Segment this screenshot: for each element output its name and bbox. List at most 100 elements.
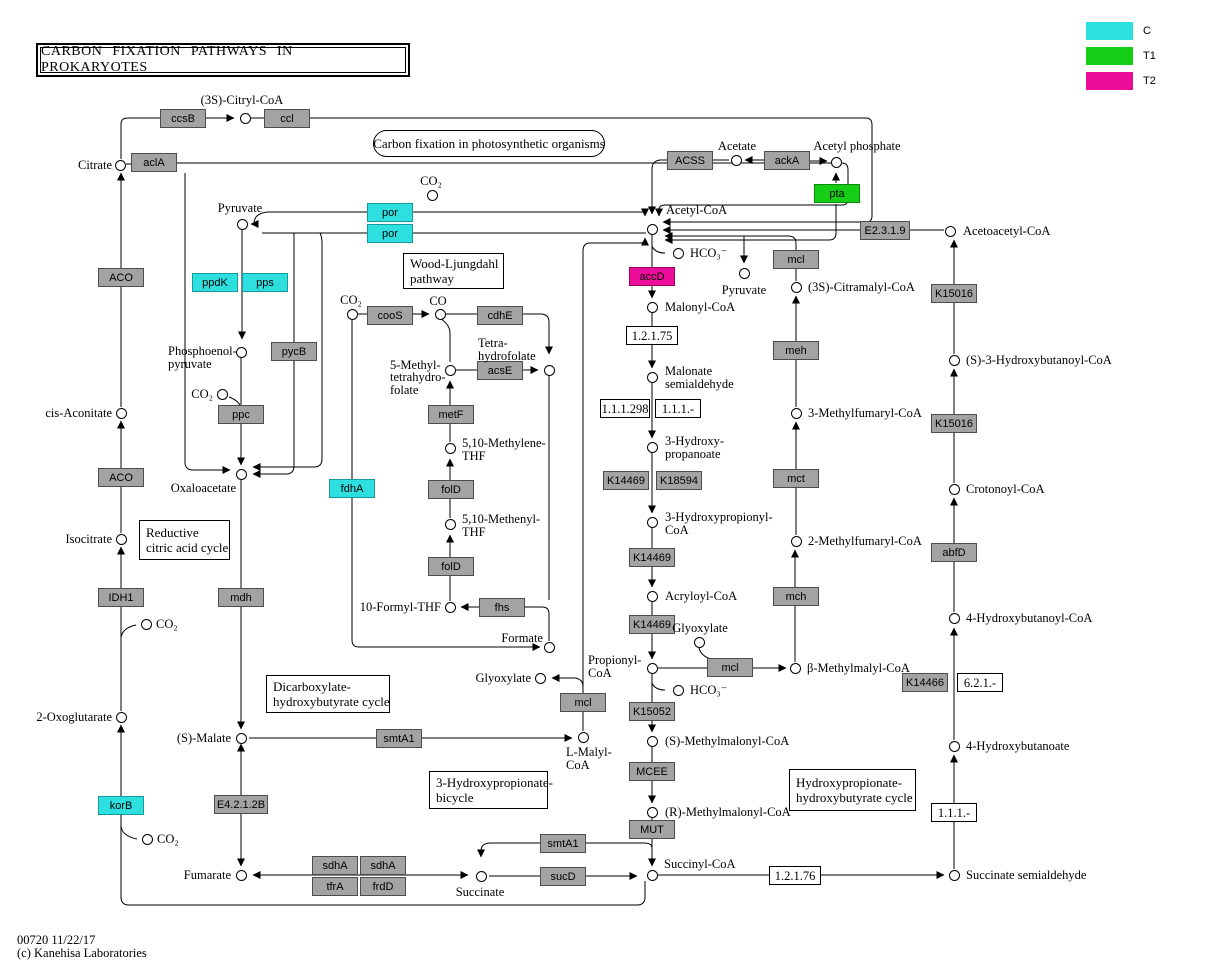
gene-box-k14469[interactable]: K14469 [629,547,675,567]
compound-l-malyl-coa[interactable] [577,731,589,743]
compound-co[interactable] [216,388,228,400]
gene-box-mct[interactable]: mct [773,468,819,488]
compound-acetate[interactable] [730,154,742,166]
compound-co[interactable] [141,833,153,845]
gene-box-k14469[interactable]: K14469 [603,470,649,490]
compound-s-methylmalonyl-coa[interactable] [646,735,658,747]
compound-hco[interactable] [672,247,684,259]
pathway-label-dicarboxylate-hydroxybutyrate-cycle[interactable]: Dicarboxylate- hydroxybutyrate cycle [266,675,390,713]
gene-box-k18594[interactable]: K18594 [656,470,702,490]
compound-3s-citramalyl-coa[interactable] [790,281,802,293]
gene-box-korb[interactable]: korB [98,795,144,815]
compound-5-methyl-tetrahydro-folate[interactable] [444,364,456,376]
compound-3-methylfumaryl-coa[interactable] [790,407,802,419]
compound-citrate[interactable] [114,159,126,171]
compound-succinyl-coa[interactable] [646,869,658,881]
compound-phosphoenol-pyruvate[interactable] [235,346,247,358]
compound-tetra-hydrofolate[interactable] [543,364,555,376]
compound-glyoxylate[interactable] [534,672,546,684]
gene-box-e4-2-1-2b[interactable]: E4.2.1.2B [214,794,268,814]
compound-isocitrate[interactable] [115,533,127,545]
compound-4-hydroxybutanoate[interactable] [948,740,960,752]
gene-box-coos[interactable]: cooS [367,305,413,325]
gene-box-por[interactable]: por [367,202,413,222]
compound-acryloyl-coa[interactable] [646,590,658,602]
compound-crotonoyl-coa[interactable] [948,483,960,495]
compound-s-malate[interactable] [235,732,247,744]
gene-box-abfd[interactable]: abfD [931,542,977,562]
compound-malonate-semialdehyde[interactable] [646,371,658,383]
gene-box-k14466[interactable]: K14466 [902,672,948,692]
compound-r-methylmalonyl-coa[interactable] [646,806,658,818]
gene-box-tfra[interactable]: tfrA [312,876,358,896]
ec-box-1-1-1[interactable]: 1.1.1.- [655,398,701,418]
gene-box-k14469[interactable]: K14469 [629,614,675,634]
compound-pyruvate[interactable] [236,218,248,230]
compound-10-formyl-thf[interactable] [444,601,456,613]
gene-box-acla[interactable]: aclA [131,152,177,172]
gene-box-aco[interactable]: ACO [98,267,144,287]
gene-box-sdha[interactable]: sdhA [360,855,406,875]
ec-box-6-2-1[interactable]: 6.2.1.- [957,672,1003,692]
gene-box-smta1[interactable]: smtA1 [540,833,586,853]
ec-box-1-1-1[interactable]: 1.1.1.- [931,802,977,822]
compound-acetyl-coa[interactable] [646,223,658,235]
gene-box-sdha[interactable]: sdhA [312,855,358,875]
gene-box-aco[interactable]: ACO [98,467,144,487]
compound-malonyl-coa[interactable] [646,301,658,313]
compound-acetyl-phosphate[interactable] [830,156,842,168]
gene-box-sucd[interactable]: sucD [540,866,586,886]
compound-co[interactable] [434,308,446,320]
gene-box-ppdk[interactable]: ppdK [192,272,238,292]
compound-3-hydroxy-propanoate[interactable] [646,441,658,453]
gene-box-metf[interactable]: metF [428,404,474,424]
gene-box-mcl[interactable]: mcl [773,249,819,269]
pathway-label-reductive-citric-acid-cycle[interactable]: Reductive citric acid cycle [139,520,230,560]
gene-box-fhs[interactable]: fhs [479,597,525,617]
pathway-label-3-hydroxypropionate-bicycle[interactable]: 3-Hydroxypropionate- bicycle [429,771,553,809]
pathway-label-wood-ljungdahl-pathway[interactable]: Wood-Ljungdahl pathway [403,253,504,289]
gene-box-mdh[interactable]: mdh [218,587,264,607]
compound-methylmalyl-coa[interactable] [789,662,801,674]
compound-oxaloacetate[interactable] [235,468,247,480]
gene-box-mut[interactable]: MUT [629,819,675,839]
gene-box-acse[interactable]: acsE [477,360,523,380]
compound-acetoacetyl-coa[interactable] [944,225,956,237]
pathway-label-hydroxypropionate-hydroxybutyrate-cycle[interactable]: Hydroxypropionate- hydroxybutyrate cycle [789,769,916,811]
compound-co[interactable] [140,618,152,630]
compound-5-10-methenyl-thf[interactable] [444,518,456,530]
compound-fumarate[interactable] [235,869,247,881]
gene-box-k15016[interactable]: K15016 [931,283,977,303]
gene-box-pycb[interactable]: pycB [271,341,317,361]
compound-5-10-methylene-thf[interactable] [444,442,456,454]
gene-box-fold[interactable]: folD [428,556,474,576]
compound-3s-citryl-coa[interactable] [239,112,251,124]
compound-4-hydroxybutanoyl-coa[interactable] [948,612,960,624]
compound-cis-aconitate[interactable] [115,407,127,419]
compound-3-hydroxypropionyl-coa[interactable] [646,516,658,528]
compound-co[interactable] [346,308,358,320]
compound-succinate-semialdehyde[interactable] [948,869,960,881]
compound-formate[interactable] [543,641,555,653]
compound-co[interactable] [426,189,438,201]
gene-box-e2-3-1-9[interactable]: E2.3.1.9 [860,220,910,240]
ec-box-1-1-1-298[interactable]: 1.1.1.298 [600,398,650,418]
gene-box-pta[interactable]: pta [814,183,860,203]
gene-box-por[interactable]: por [367,223,413,243]
gene-box-smta1[interactable]: smtA1 [376,728,422,748]
compound-2-oxoglutarate[interactable] [115,711,127,723]
compound-glyoxylate[interactable] [693,636,705,648]
ec-box-1-2-1-75[interactable]: 1.2.1.75 [626,325,678,345]
compound-pyruvate[interactable] [738,267,750,279]
gene-box-ppc[interactable]: ppc [218,404,264,424]
gene-box-k15016[interactable]: K15016 [931,413,977,433]
compound-s-3-hydroxybutanoyl-coa[interactable] [948,354,960,366]
gene-box-pps[interactable]: pps [242,272,288,292]
gene-box-acka[interactable]: ackA [764,150,810,170]
gene-box-fold[interactable]: folD [428,479,474,499]
gene-box-mcl[interactable]: mcl [707,657,753,677]
gene-box-ccsb[interactable]: ccsB [160,108,206,128]
compound-succinate[interactable] [475,870,487,882]
gene-box-cdhe[interactable]: cdhE [477,305,523,325]
gene-box-ccl[interactable]: ccl [264,108,310,128]
